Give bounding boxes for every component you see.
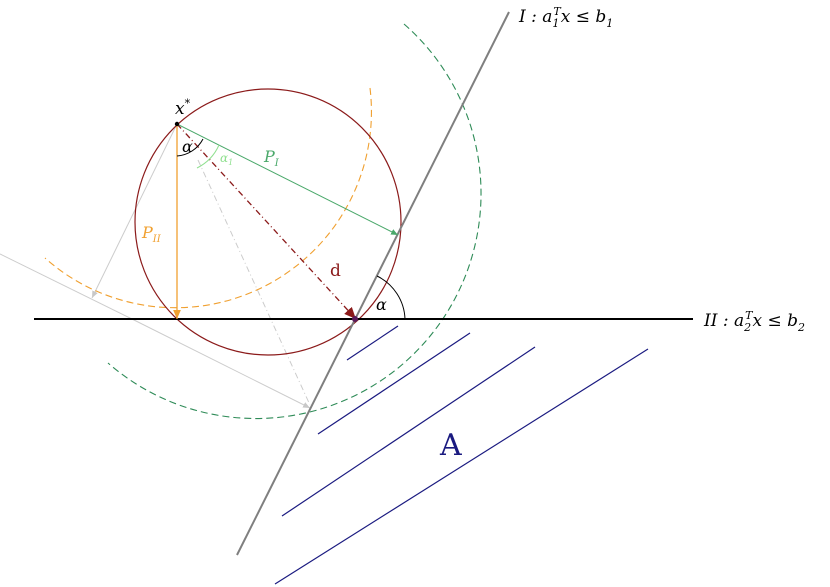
x-star-point [174, 121, 180, 127]
alpha-one-label: α1 [220, 151, 233, 167]
alpha-bottom-label: α [376, 295, 387, 314]
alpha-angle-arc-top [176, 138, 204, 157]
construction-line [91, 123, 178, 299]
construction-dashdot-line [197, 159, 311, 406]
distance-label: d [330, 261, 341, 281]
hatch-line [317, 332, 471, 435]
p-one-label: PI [263, 147, 280, 169]
feasible-region-hatch [274, 325, 649, 585]
hatch-line [346, 325, 399, 361]
orange-dashed-arc [44, 87, 372, 309]
x-star-label: x* [175, 97, 191, 119]
constraint-two-label: II : a2Tx ≤ b2 [703, 309, 805, 334]
ball-circle [134, 88, 402, 356]
alpha-top-label: α [182, 137, 193, 156]
hatch-line [274, 348, 649, 585]
construction-lines [0, 123, 311, 409]
construction-line [129, 317, 311, 409]
teal-dashed-arc [107, 23, 482, 420]
hatch-line [281, 346, 536, 517]
p-two-label: PII [141, 223, 162, 245]
constraint-line-one [236, 11, 510, 556]
alpha-angle-arc-bottom [376, 275, 406, 320]
feasible-region-label: A [439, 428, 462, 463]
distance-arrow [176, 123, 356, 319]
projection-one-arrow [176, 123, 399, 236]
constraint-one-label: I : a1Tx ≤ b1 [518, 5, 613, 30]
intersection-point [352, 316, 358, 322]
construction-line [0, 253, 131, 319]
alpha-one-angle-arc [196, 144, 220, 169]
